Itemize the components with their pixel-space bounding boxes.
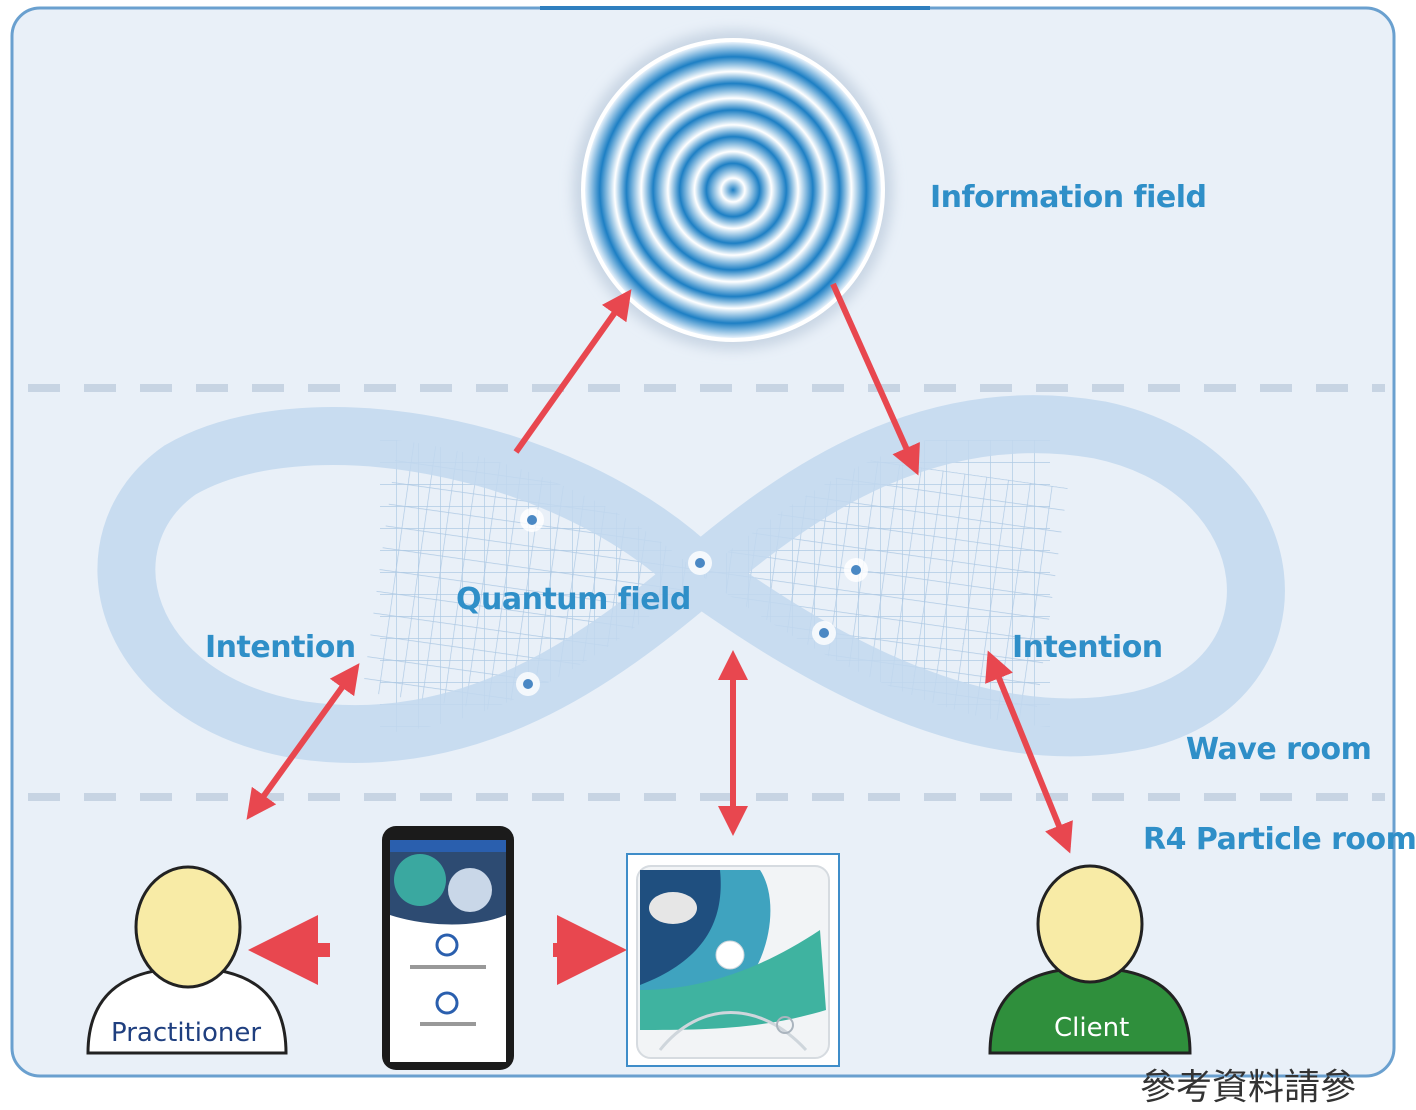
wave-room-label: Wave room: [1186, 732, 1372, 767]
information-field-circle: [573, 30, 893, 350]
intention-right-label: Intention: [1012, 630, 1163, 665]
practitioner-label: Practitioner: [111, 1018, 262, 1048]
arrows: [246, 282, 1073, 985]
quantum-field-label: Quantum field: [456, 582, 691, 617]
intention-left-label: Intention: [205, 630, 356, 665]
smartphone: [382, 826, 514, 1070]
r4-device: [626, 853, 840, 1067]
arrow-to-information-field: [513, 289, 632, 454]
diagram: Information field Quantum field Intentio…: [10, 6, 1416, 1108]
arrow-practitioner-intention: [246, 663, 360, 820]
diagram-canvas: [10, 6, 1396, 1078]
particle-room-label: R4 Particle room: [1143, 822, 1416, 857]
arrow-from-information-field: [830, 282, 920, 476]
practitioner-figure: [86, 865, 288, 1055]
footer-note: 參考資料請參: [1140, 1067, 1357, 1108]
client-figure: [988, 864, 1192, 1055]
information-field-label: Information field: [930, 180, 1207, 215]
quantum-particles: [516, 508, 868, 696]
client-label: Client: [1054, 1013, 1130, 1043]
arrow-client-intention: [985, 650, 1073, 854]
